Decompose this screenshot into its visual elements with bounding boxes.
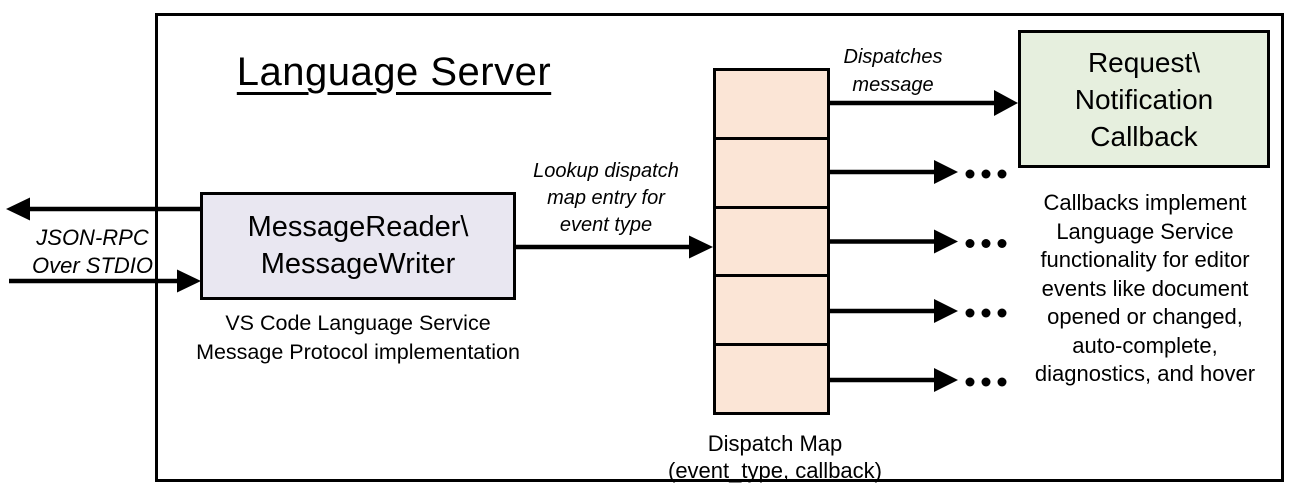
callback-note-line: events like document [1041,275,1249,301]
dispatch-map [713,68,830,415]
lookup-label-line2: map entry for [547,187,665,209]
dispatches-message-line1: Dispatches [843,46,943,68]
dispatch-map-label-line1: Dispatch Map [707,431,843,456]
dispatch-map-label: Dispatch Map (event_type, callback) [650,430,900,484]
lookup-label-line3: event type [559,214,653,236]
message-reader-line: MessageReader\ [247,211,469,243]
dispatch-map-cell-1 [716,71,827,137]
dispatches-message-label: Dispatches message [818,43,968,99]
callback-note-line: functionality for editor [1040,247,1250,272]
message-reader-caption-line1: VS Code Language Service [225,311,491,335]
message-writer-line: MessageWriter [260,248,456,280]
dispatch-map-cell-4 [716,274,827,343]
dispatches-message-line2: message [852,74,934,96]
callback-note-line: opened or changed, [1047,304,1243,329]
callback-note-line: auto-complete, [1072,332,1218,358]
callback-note: Callbacks implement Language Service fun… [1002,189,1288,389]
callback-note-line: diagnostics, and hover [1034,361,1256,386]
stdio-label-line2: Over STDIO [31,253,153,278]
stdio-label: JSON-RPC Over STDIO [10,224,175,280]
callback-box-line3: Callback [1090,120,1198,152]
stdio-label-line1: JSON-RPC [36,225,149,250]
dispatch-map-cell-3 [716,205,827,275]
dispatch-map-cell-5 [716,343,827,412]
lookup-label: Lookup dispatch map entry for event type [500,158,712,239]
dispatch-map-label-line2: (event_type, callback) [668,458,882,483]
callback-box: Request\ Notification Callback [1018,30,1270,168]
language-server-box [155,13,1284,482]
dispatch-map-cell-2 [716,136,827,206]
callback-box-line1: Request\ [1087,46,1201,78]
callback-box-line2: Notification [1074,83,1214,115]
callback-note-line: Language Service [1056,218,1234,244]
lookup-label-line1: Lookup dispatch [533,160,679,182]
message-reader-writer-box: MessageReader\ MessageWriter [200,192,516,300]
callback-note-line: Callbacks implement [1043,190,1247,215]
diagram-title: Language Server [236,50,552,94]
message-reader-caption: VS Code Language Service Message Protoco… [160,309,556,367]
message-reader-caption-line2: Message Protocol implementation [196,340,520,364]
